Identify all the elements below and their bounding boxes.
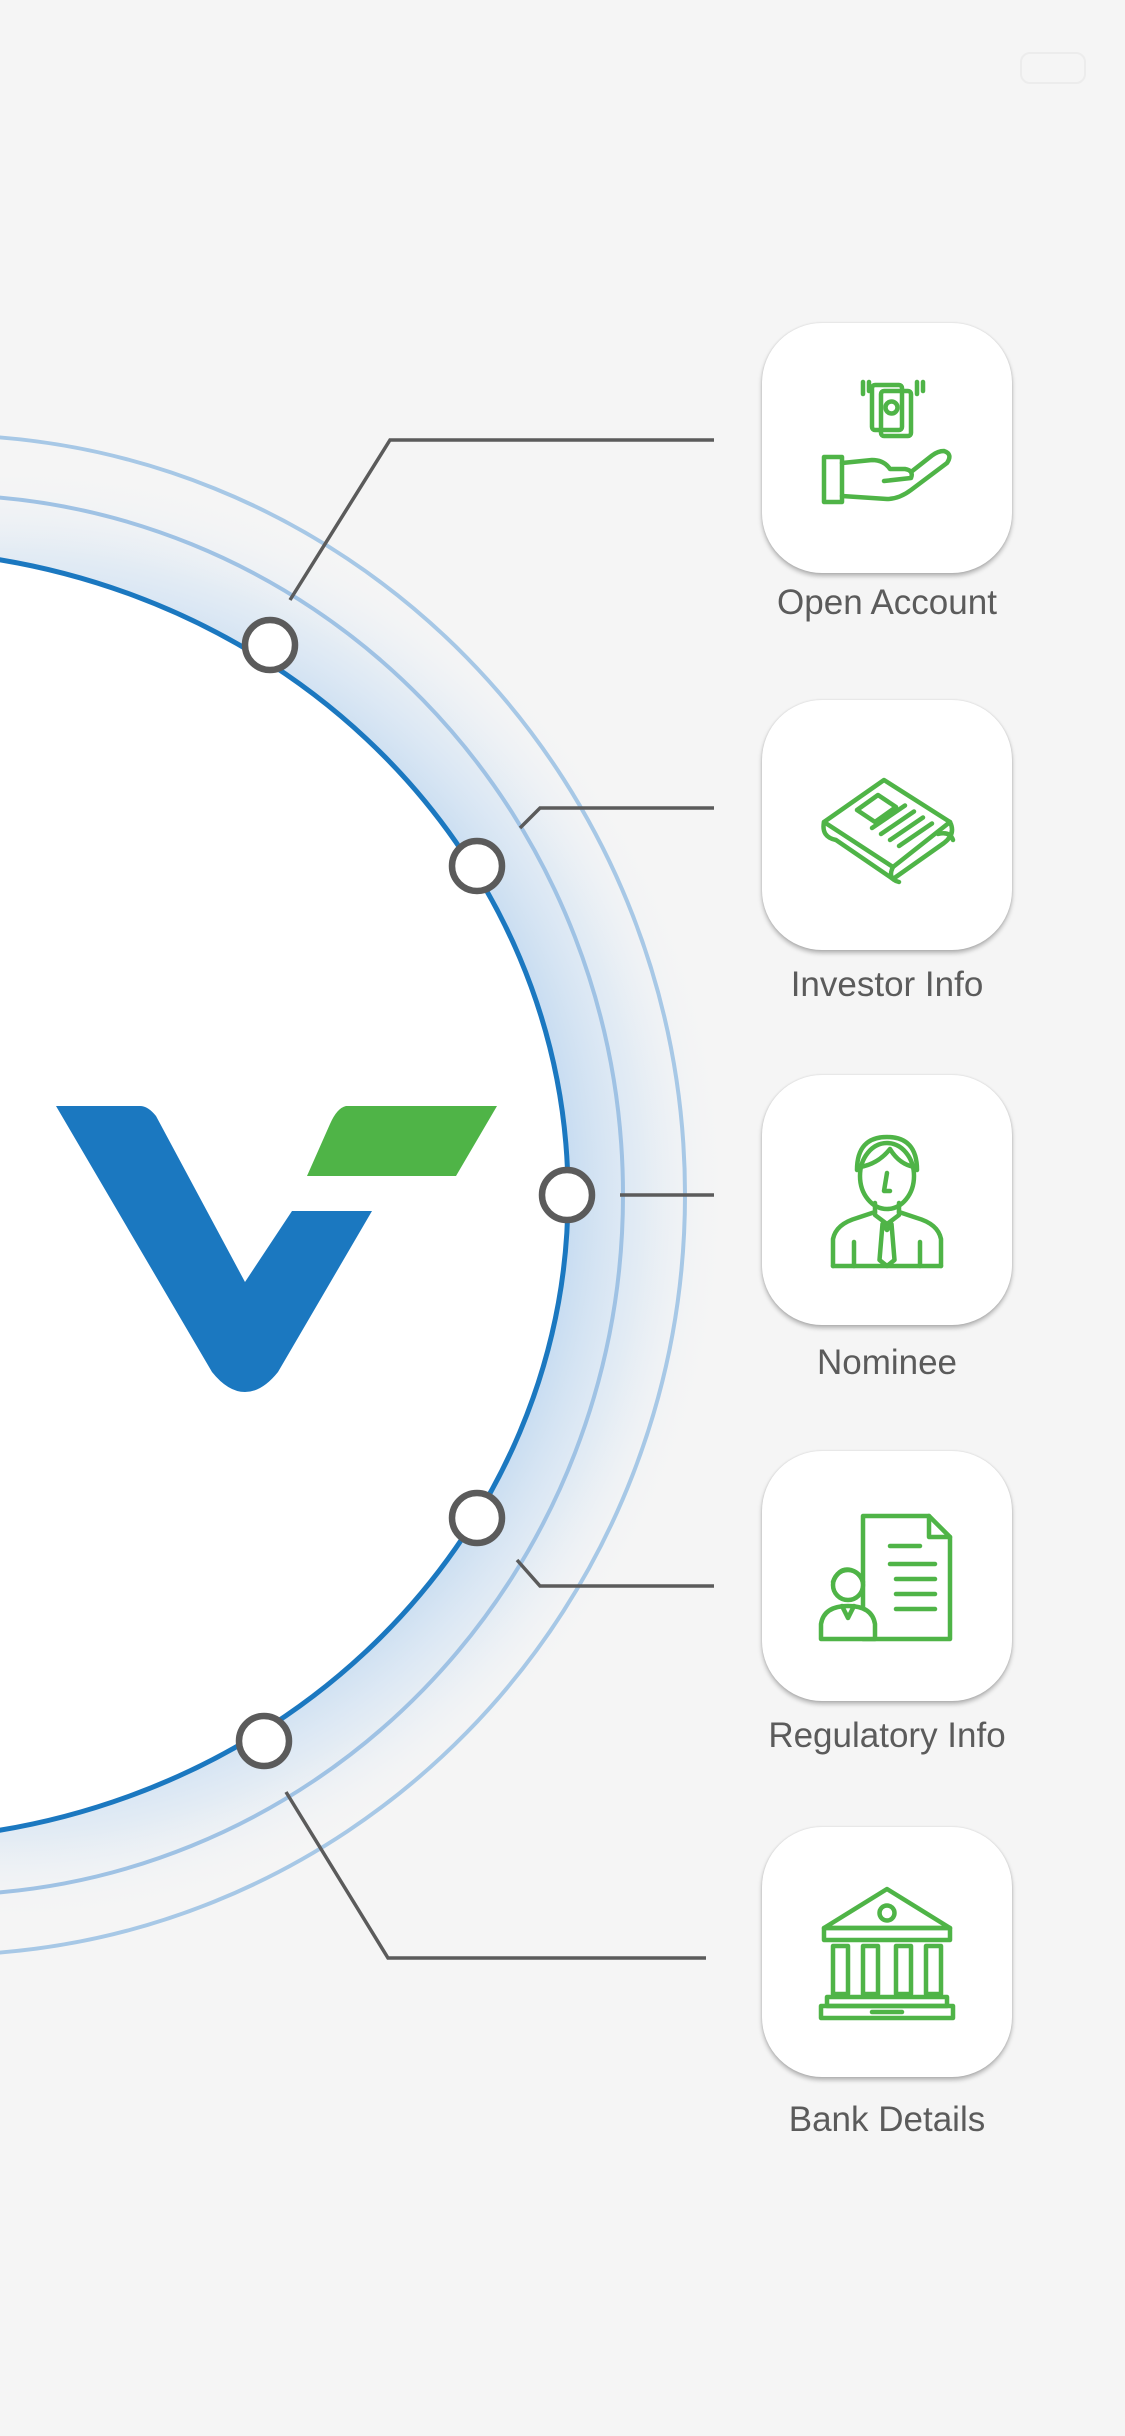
menu-label-investor-info: Investor Info <box>790 965 984 1004</box>
menu-label-nominee: Nominee <box>816 1343 958 1382</box>
menu-card-investor-info[interactable] <box>762 700 1012 950</box>
nominee-person-icon <box>830 1134 944 1269</box>
menu-label-regulatory-info: Regulatory Info <box>768 1716 1006 1755</box>
bank-building-icon <box>818 1886 956 2021</box>
menu-card-regulatory-info[interactable] <box>762 1451 1012 1701</box>
v-check-logo <box>56 1106 497 1392</box>
logo-green-bar <box>307 1106 497 1176</box>
status-indicator <box>1020 52 1086 84</box>
logo-v-shape <box>56 1106 372 1392</box>
connector-investor-info <box>518 806 714 830</box>
node-nominee <box>538 1166 596 1224</box>
menu-card-nominee[interactable] <box>762 1075 1012 1325</box>
regulatory-document-icon <box>818 1513 953 1642</box>
connector-bank-details <box>284 1791 706 1960</box>
connector-open-account <box>288 438 714 601</box>
menu-label-open-account: Open Account <box>777 583 997 622</box>
node-regulatory-info <box>448 1489 506 1547</box>
connector-lines <box>284 438 714 1960</box>
money-hand-icon <box>821 379 952 505</box>
node-open-account <box>241 616 299 674</box>
orbit-nodes <box>235 616 596 1770</box>
menu-card-bank-details[interactable] <box>762 1827 1012 2077</box>
connector-regulatory-info <box>515 1558 714 1588</box>
menu-label-bank-details: Bank Details <box>788 2100 986 2139</box>
node-investor-info <box>448 837 506 895</box>
menu-card-open-account[interactable] <box>762 323 1012 573</box>
node-bank-details <box>235 1712 293 1770</box>
newspaper-icon <box>821 777 956 885</box>
